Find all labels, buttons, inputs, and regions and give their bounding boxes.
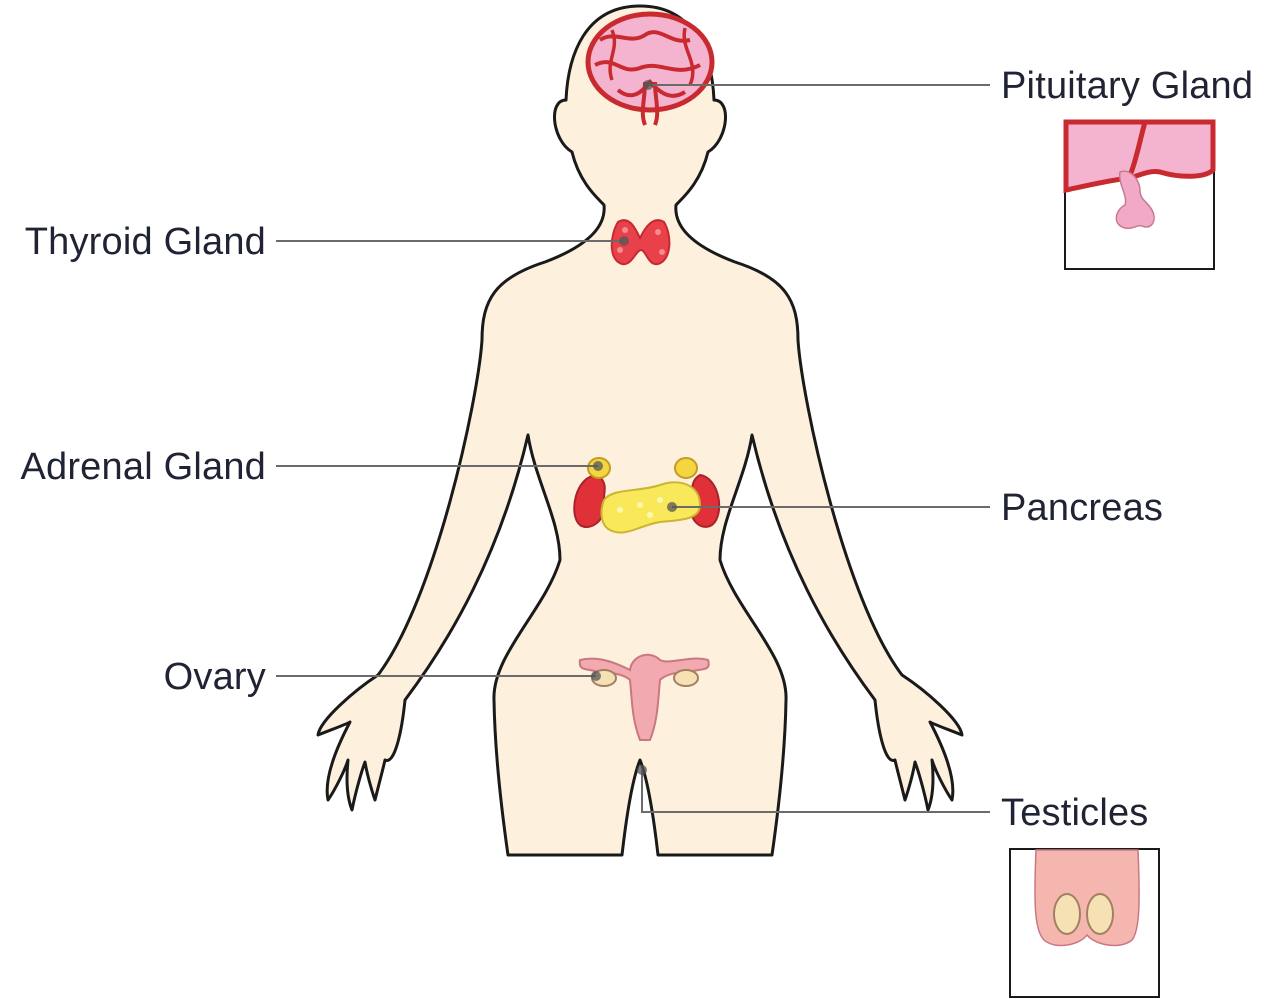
testicles-inset [1009, 848, 1160, 998]
brain-illustration [585, 11, 715, 126]
label-testicles: Testicles [1001, 792, 1149, 834]
pituitary-inset [1063, 119, 1216, 270]
pancreas-illustration [600, 481, 702, 534]
label-thyroid-gland: Thyroid Gland [24, 221, 266, 263]
label-pancreas: Pancreas [1001, 487, 1164, 529]
leader-lines [276, 84, 990, 813]
kidneys-illustration [573, 473, 721, 528]
leader-dots [591, 80, 677, 775]
uterus-illustration [578, 653, 710, 741]
label-adrenal-gland: Adrenal Gland [20, 446, 266, 488]
label-ovary: Ovary [163, 656, 266, 698]
label-pituitary-gland: Pituitary Gland [1001, 65, 1254, 107]
thyroid-illustration [610, 219, 671, 266]
leader-line-testicles [641, 770, 990, 813]
